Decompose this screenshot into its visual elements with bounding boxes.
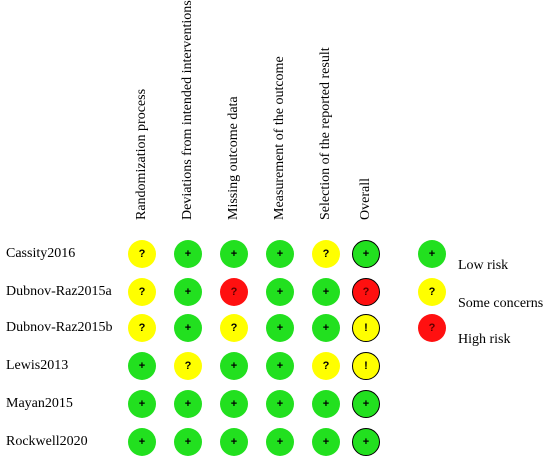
study-label: Dubnov-Raz2015a [6,284,112,299]
rating-low-icon: + [312,428,340,456]
column-header-label: Randomization process [134,88,149,220]
rating-some-icon: ? [128,278,156,306]
rating-some-icon: ? [128,314,156,342]
rating-low-icon: + [174,390,202,418]
rating-low-icon: + [174,428,202,456]
study-label: Rockwell2020 [6,434,88,449]
legend-label: High risk [458,332,511,347]
legend-some-icon: ? [418,278,446,306]
column-header-4: Measurement of the outcome [270,0,290,236]
rating-high-icon: ? [352,278,380,306]
rating-low-icon: + [266,314,294,342]
legend-label: Low risk [458,258,509,273]
column-header-5: Selection of the reported result [316,0,336,236]
rating-low-icon: + [128,352,156,380]
rating-some-icon: ? [128,240,156,268]
rating-some-icon: ? [312,240,340,268]
rating-high-icon: ? [220,278,248,306]
column-header-3: Missing outcome data [224,0,244,236]
study-label: Cassity2016 [6,246,76,261]
study-label: Lewis2013 [6,358,69,373]
rating-low-icon: + [266,240,294,268]
rating-some-icon: ? [220,314,248,342]
rating-low-icon: + [220,390,248,418]
rating-low-icon: + [312,314,340,342]
column-header-6: Overall [356,0,376,236]
rating-low-icon: + [174,240,202,268]
rating-low-icon: + [174,314,202,342]
study-label: Mayan2015 [6,396,73,411]
column-header-label: Overall [358,178,373,220]
column-header-label: Deviations from intended interventions [180,0,195,220]
rating-low-icon: + [266,428,294,456]
column-header-label: Missing outcome data [226,96,241,220]
rating-low-icon: + [220,240,248,268]
rating-low-icon: + [266,352,294,380]
rating-low-icon: + [352,390,380,418]
column-header-label: Measurement of the outcome [272,56,287,220]
column-header-1: Randomization process [132,0,152,236]
legend-label: Some concerns [458,296,544,311]
rating-some-icon: ? [174,352,202,380]
rating-low-icon: + [174,278,202,306]
rating-low-icon: + [220,428,248,456]
rating-low-icon: + [312,278,340,306]
legend-low-icon: + [418,240,446,268]
rating-some-icon: ! [352,314,380,342]
rating-some-icon: ? [312,352,340,380]
rating-low-icon: + [312,390,340,418]
rating-low-icon: + [128,428,156,456]
study-label: Dubnov-Raz2015b [6,320,113,335]
rating-low-icon: + [352,240,380,268]
rating-low-icon: + [352,428,380,456]
rating-some-icon: ! [352,352,380,380]
column-header-2: Deviations from intended interventions [178,0,198,236]
rating-low-icon: + [128,390,156,418]
rating-low-icon: + [266,390,294,418]
legend-high-icon: ? [418,314,446,342]
rating-low-icon: + [220,352,248,380]
column-header-label: Selection of the reported result [318,47,333,220]
rating-low-icon: + [266,278,294,306]
